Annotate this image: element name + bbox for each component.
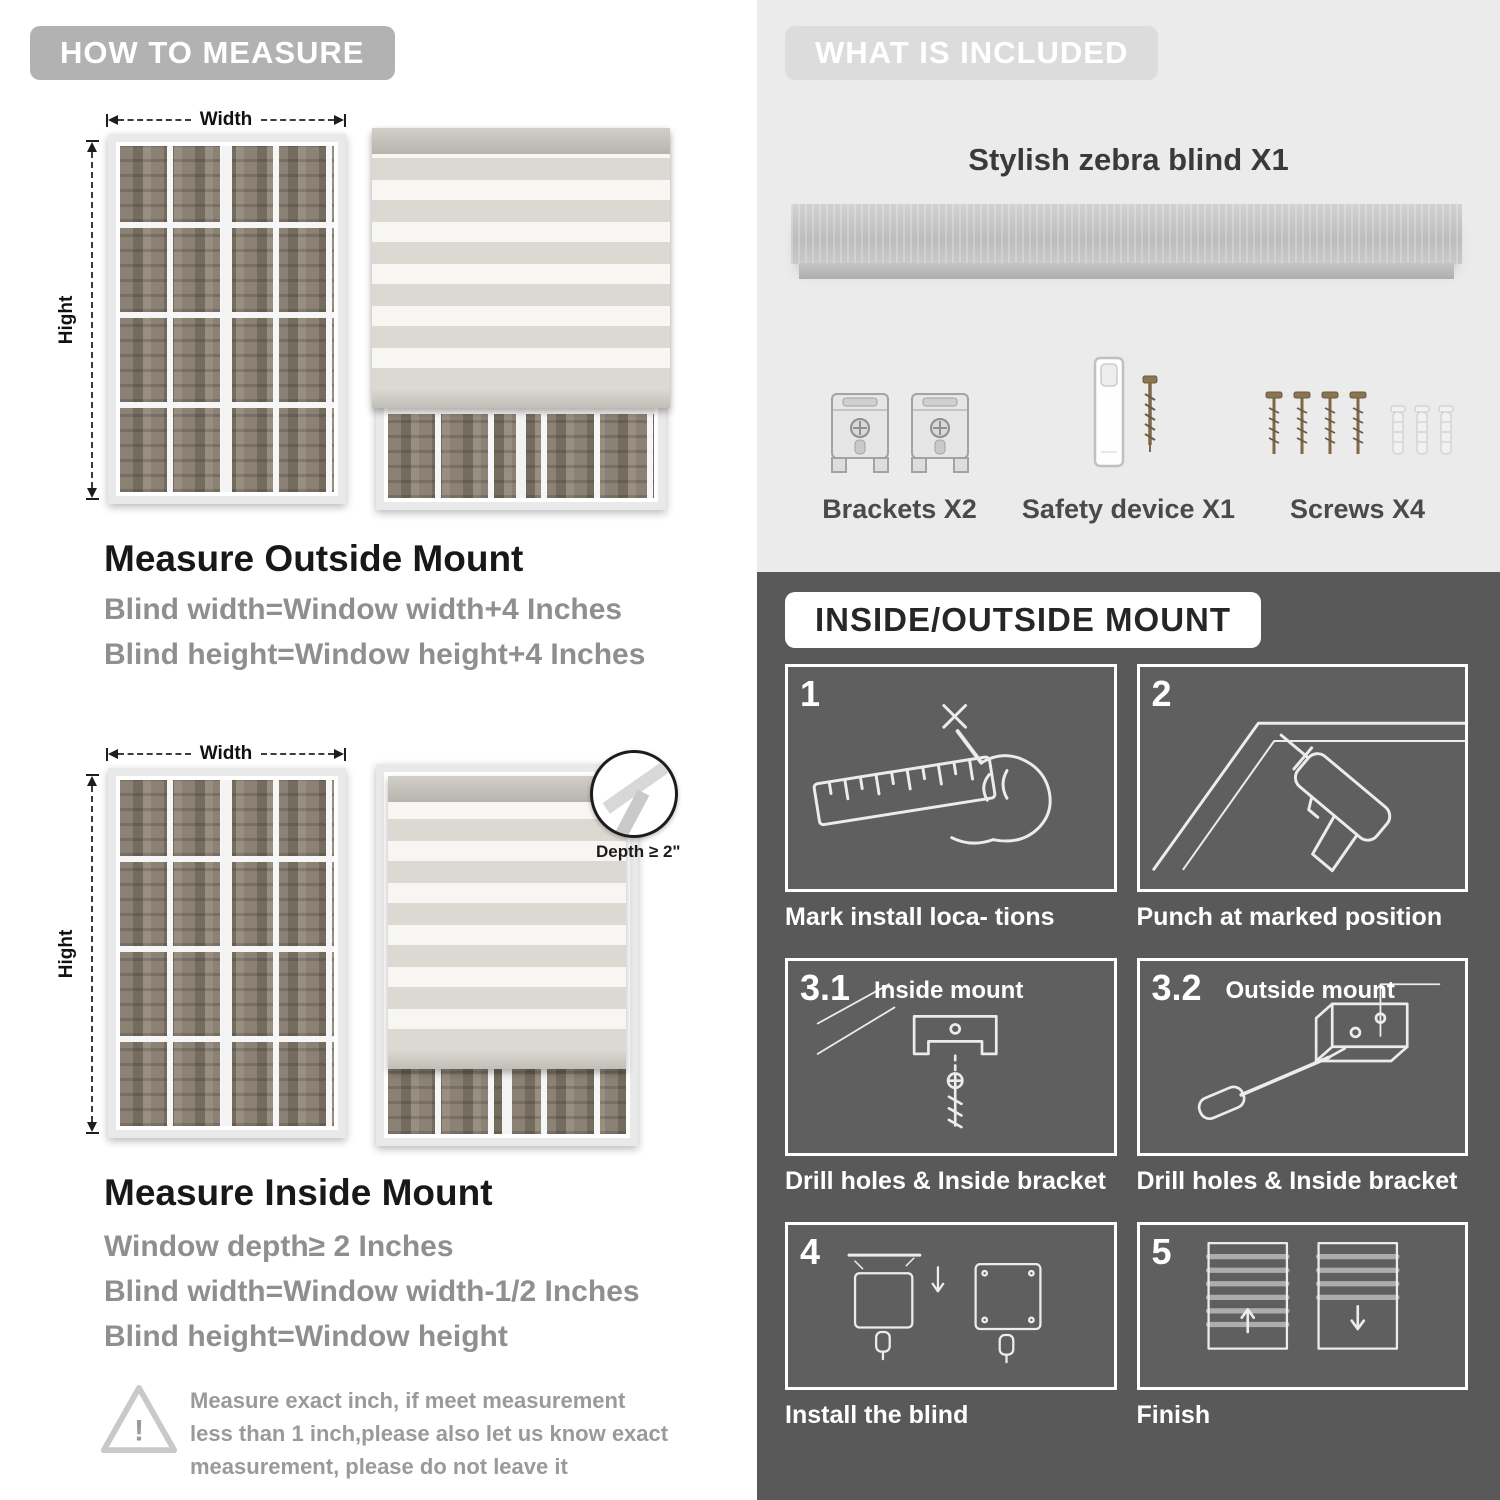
mount-steps-grid: 1 (785, 664, 1468, 1430)
step-number: 3.1 (800, 967, 851, 1008)
step-number: 5 (1151, 1231, 1172, 1272)
outside-bracket-illustration (1197, 983, 1440, 1121)
drill-illustration (1151, 721, 1465, 873)
zebra-blind-inside (388, 776, 626, 1069)
brackets-label: Brackets X2 (822, 494, 977, 524)
mount-section-header: INSIDE/OUTSIDE MOUNT (785, 592, 1262, 648)
window-illustration-inside (108, 768, 346, 1138)
blind-bottomrail (372, 390, 670, 409)
included-items-row: Brackets X2 Safety device X1 (785, 318, 1472, 525)
step-3-1-panel: 3.1 Inside mount (785, 958, 1117, 1156)
arrowhead-icon (108, 749, 118, 759)
included-item-safety-device: Safety device X1 (1014, 318, 1243, 525)
inside-rule-height: Blind height=Window height (104, 1320, 508, 1353)
included-item-screws: Screws X4 (1243, 318, 1472, 525)
depth-requirement-label: Depth ≥ 2" (596, 842, 681, 861)
height-arrow-outside: Hight (56, 140, 102, 500)
how-to-measure-section: HOW TO MEASURE Width Hight (30, 26, 681, 1479)
step-5-panel: 5 (1136, 1222, 1468, 1390)
blind-bottomrail (388, 1050, 626, 1069)
arrowhead-icon (108, 115, 118, 125)
safety-device-icon (1069, 318, 1189, 480)
height-label-outside: Hight (56, 295, 77, 345)
step-3-1: 3.1 Inside mount Dri (785, 958, 1117, 1196)
width-label-outside: Width (199, 109, 253, 130)
brackets-icon (827, 318, 973, 480)
zebra-blind-outside (372, 128, 670, 409)
window-with-blind-inside (376, 764, 638, 1146)
mark-locations-illustration (812, 704, 1052, 845)
outside-rule-height: Blind height=Window height+4 Inches (104, 638, 646, 671)
step-number: 2 (1151, 673, 1172, 714)
step-4-panel: 4 (785, 1222, 1117, 1390)
zebra-blind-product-image (791, 204, 1462, 279)
arrowhead-icon (87, 776, 97, 786)
width-label-inside: Width (199, 743, 253, 764)
step-2-caption: Punch at marked position (1136, 903, 1443, 931)
warning-triangle-icon: ! (98, 1380, 180, 1458)
arrowhead-icon (334, 749, 344, 759)
depth-callout-circle (590, 750, 678, 838)
step-number: 1 (800, 673, 821, 714)
screws-icon (1258, 318, 1458, 480)
included-item-brackets: Brackets X2 (785, 318, 1014, 525)
step-number: 3.2 (1151, 967, 1202, 1008)
step-4: 4 (785, 1222, 1117, 1430)
arrowhead-icon (87, 488, 97, 498)
blind-headrail (372, 128, 670, 154)
inside-mount-label: Inside mount (874, 977, 1024, 1004)
step-1: 1 (785, 664, 1117, 932)
step-1-panel: 1 (785, 664, 1117, 892)
step-3-2-panel: 3.2 Outside mount (1136, 958, 1468, 1156)
step-3-2-caption: Drill holes & Inside bracket (1136, 1167, 1458, 1195)
outside-rule-width: Blind width=Window width+4 Inches (104, 593, 623, 626)
screws-label: Screws X4 (1289, 494, 1426, 524)
arrowhead-icon (87, 142, 97, 152)
inside-rule-depth: Window depth≥ 2 Inches (104, 1230, 454, 1263)
window-illustration-outside (108, 134, 346, 504)
step-4-caption: Install the blind (785, 1401, 969, 1429)
step-3-2: 3.2 Outside mount (1136, 958, 1468, 1196)
step-2: 2 (1136, 664, 1468, 932)
width-arrow-outside: Width (106, 109, 346, 130)
step-number: 4 (800, 1231, 821, 1272)
what-is-included-header: WHAT IS INCLUDED (785, 26, 1159, 80)
measurement-warning-text: Measure exact inch, if meet measurement … (190, 1388, 669, 1479)
install-blind-illustration (847, 1253, 1042, 1364)
what-is-included-section: WHAT IS INCLUDED Stylish zebra blind X1 (757, 0, 1500, 572)
measure-inside-title: Measure Inside Mount (104, 1172, 493, 1213)
warning-exclamation: ! (134, 1414, 144, 1447)
how-to-measure-header: HOW TO MEASURE (30, 26, 395, 80)
window-with-blind-outside (372, 128, 670, 510)
blind-headrail (388, 776, 626, 802)
finish-illustration (1205, 1241, 1400, 1350)
window-grid (120, 146, 334, 492)
step-5-caption: Finish (1136, 1401, 1211, 1429)
height-arrow-inside: Hight (56, 774, 102, 1134)
zebra-blind-title: Stylish zebra blind X1 (968, 142, 1289, 177)
arrowhead-icon (87, 1122, 97, 1132)
window-grid (120, 780, 334, 1126)
step-1-caption: Mark install loca- tions (785, 903, 1055, 931)
mount-instructions-section: INSIDE/OUTSIDE MOUNT 1 (757, 572, 1500, 1500)
arrowhead-icon (334, 115, 344, 125)
inside-rule-width: Blind width=Window width-1/2 Inches (104, 1275, 640, 1308)
step-5: 5 Finish (1136, 1222, 1468, 1430)
measure-outside-title: Measure Outside Mount (104, 538, 524, 579)
blind-stripes (372, 154, 670, 391)
safety-device-label: Safety device X1 (1021, 494, 1236, 524)
inside-bracket-illustration (816, 983, 998, 1129)
step-3-1-caption: Drill holes & Inside bracket (785, 1167, 1106, 1195)
blind-stripes (388, 802, 626, 1051)
outside-mount-label: Outside mount (1225, 977, 1395, 1004)
height-label-inside: Hight (56, 929, 77, 979)
step-2-panel: 2 (1136, 664, 1468, 892)
width-arrow-inside: Width (106, 743, 346, 764)
